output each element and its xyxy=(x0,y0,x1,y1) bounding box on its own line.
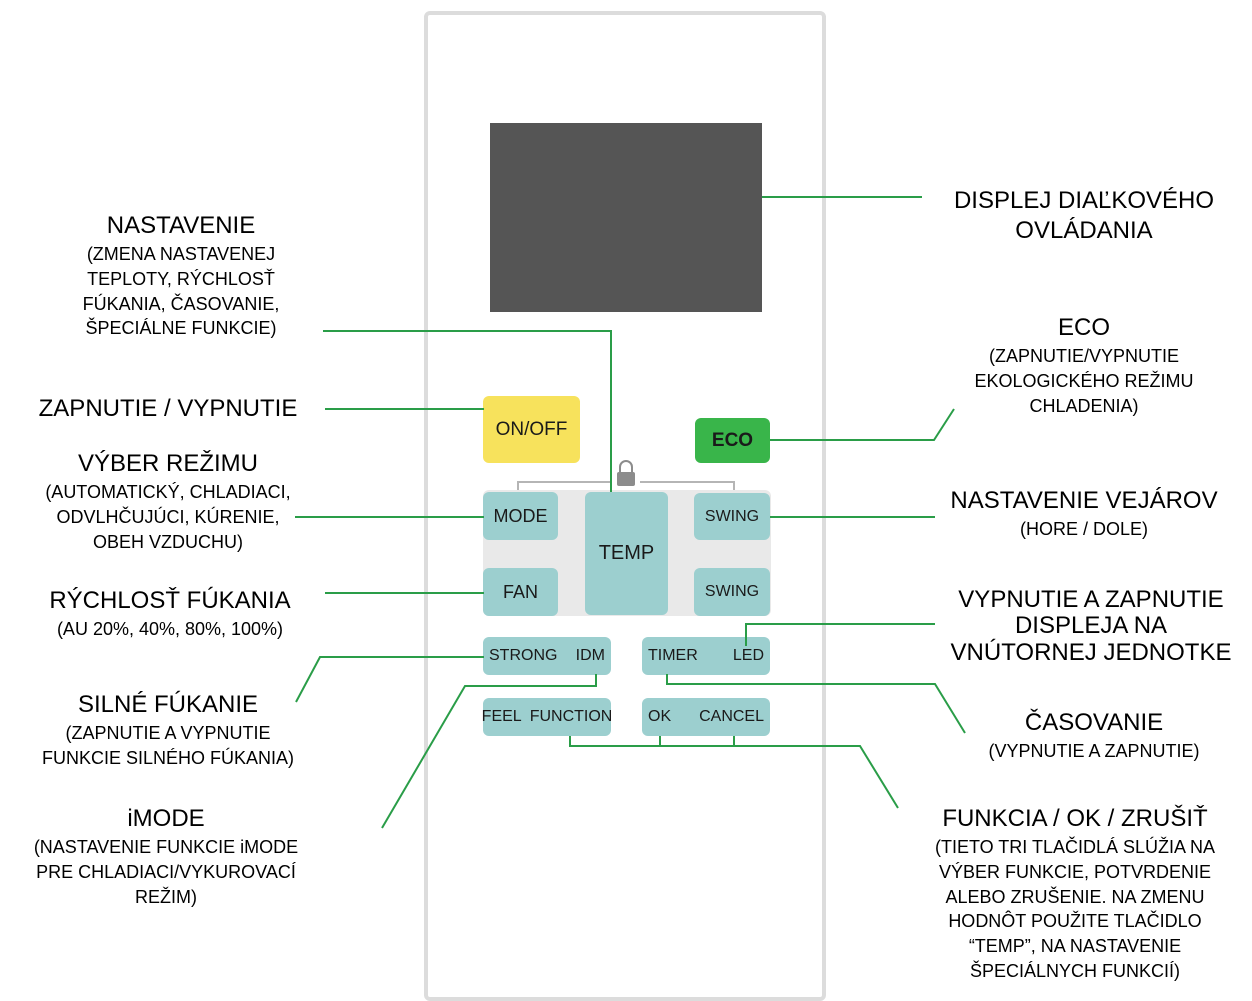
label-silne-title: SILNÉ FÚKANIE xyxy=(77,691,259,718)
swing-down-button[interactable]: SWING xyxy=(694,568,770,616)
idm-button[interactable]: IDM xyxy=(575,647,605,664)
label-silne-sub: (ZAPNUTIE A VYPNUTIE FUNKCIE SILNÉHO FÚK… xyxy=(41,723,295,768)
label-funkcia-sub: (TIETO TRI TLAČIDLÁ SLÚŽIA NA VÝBER FUNK… xyxy=(934,837,1216,982)
label-led-title-3: VNÚTORNEJ JEDNOTKE xyxy=(950,638,1232,666)
strong-idm-button-row[interactable]: STRONG IDM xyxy=(483,637,611,675)
label-rychlost: RÝCHLOSŤ FÚKANIA (AU 20%, 40%, 80%, 100%… xyxy=(20,589,320,642)
label-nastavenie-title: NASTAVENIE xyxy=(106,212,256,239)
leader-led xyxy=(745,623,935,646)
ok-button[interactable]: OK xyxy=(648,708,672,725)
label-eco: ECO (ZAPNUTIE/VYPNUTIE EKOLOGICKÉHO REŽI… xyxy=(934,316,1234,418)
label-rychlost-sub: (AU 20%, 40%, 80%, 100%) xyxy=(56,619,284,639)
label-vyber-rezimu-title: VÝBER REŽIMU xyxy=(77,450,259,477)
function-button[interactable]: FUNCTION xyxy=(529,708,613,725)
label-displej: DISPLEJ DIAĽKOVÉHO OVLÁDANIA xyxy=(922,186,1246,246)
label-funkcia-title: FUNKCIA / OK / ZRUŠIŤ xyxy=(942,805,1208,832)
label-zapnutie-title: ZAPNUTIE / VYPNUTIE xyxy=(38,395,298,422)
label-silne: SILNÉ FÚKANIE (ZAPNUTIE A VYPNUTIE FUNKC… xyxy=(10,693,326,771)
mode-button[interactable]: MODE xyxy=(483,492,558,540)
feel-function-button-row[interactable]: FEEL FUNCTION xyxy=(481,698,613,736)
label-rychlost-title: RÝCHLOSŤ FÚKANIA xyxy=(49,587,291,614)
leader-strong xyxy=(295,656,484,703)
leader-idm xyxy=(381,674,597,829)
label-led-title-1: VYPNUTIE A ZAPNUTIE xyxy=(958,586,1224,613)
label-vejarov-sub: (HORE / DOLE) xyxy=(1019,519,1148,539)
fan-button[interactable]: FAN xyxy=(483,568,558,616)
label-imode: iMODE (NASTAVENIE FUNKCIE iMODE PRE CHLA… xyxy=(4,807,328,909)
label-led-title-2: DISPLEJA NA xyxy=(1014,612,1168,640)
ok-cancel-button-row[interactable]: OK CANCEL xyxy=(642,698,770,736)
strong-button[interactable]: STRONG xyxy=(489,647,558,664)
leader-nastavenie xyxy=(323,330,612,492)
eco-button[interactable]: ECO xyxy=(695,418,770,463)
leader-eco xyxy=(770,408,955,441)
leader-funkcia xyxy=(569,736,899,809)
label-casovanie: ČASOVANIE (VYPNUTIE A ZAPNUTIE) xyxy=(954,711,1234,764)
label-vyber-rezimu: VÝBER REŽIMU (AUTOMATICKÝ, CHLADIACI, OD… xyxy=(8,452,328,554)
on-off-button[interactable]: ON/OFF xyxy=(483,396,580,463)
label-vejarov: NASTAVENIE VEJÁROV (HORE / DOLE) xyxy=(930,489,1238,542)
lock-icon xyxy=(617,460,635,486)
label-displej-title-1: DISPLEJ DIAĽKOVÉHO xyxy=(953,187,1215,214)
feel-button[interactable]: FEEL xyxy=(481,708,522,725)
leader-timer xyxy=(666,674,966,734)
timer-button[interactable]: TIMER xyxy=(648,647,698,664)
timer-led-button-row[interactable]: TIMER LED xyxy=(642,637,770,675)
label-casovanie-sub: (VYPNUTIE A ZAPNUTIE) xyxy=(988,741,1200,761)
label-zapnutie: ZAPNUTIE / VYPNUTIE xyxy=(12,397,324,421)
label-eco-title: ECO xyxy=(1057,314,1110,341)
label-vyber-rezimu-sub: (AUTOMATICKÝ, CHLADIACI, ODVLHČUJÚCI, KÚ… xyxy=(45,482,291,552)
led-button[interactable]: LED xyxy=(732,647,764,664)
label-displej-title-2: OVLÁDANIA xyxy=(1015,217,1153,244)
lock-bracket xyxy=(517,481,735,490)
label-eco-sub: (ZAPNUTIE/VYPNUTIE EKOLOGICKÉHO REŽIMU C… xyxy=(974,346,1194,416)
swing-up-button[interactable]: SWING xyxy=(694,493,770,540)
remote-display-screen xyxy=(490,123,762,312)
label-imode-sub: (NASTAVENIE FUNKCIE iMODE PRE CHLADIACI/… xyxy=(33,837,299,907)
label-funkcia: FUNKCIA / OK / ZRUŠIŤ (TIETO TRI TLAČIDL… xyxy=(900,807,1250,984)
label-nastavenie-sub: (ZMENA NASTAVENEJ TEPLOTY, RÝCHLOSŤ FÚKA… xyxy=(82,244,280,339)
label-led: VYPNUTIE A ZAPNUTIE DISPLEJA NA VNÚTORNE… xyxy=(932,586,1250,666)
label-imode-title: iMODE xyxy=(127,805,205,832)
temp-button[interactable]: TEMP xyxy=(585,492,668,615)
label-nastavenie: NASTAVENIE (ZMENA NASTAVENEJ TEPLOTY, RÝ… xyxy=(48,214,314,341)
cancel-button[interactable]: CANCEL xyxy=(699,708,764,725)
label-vejarov-title: NASTAVENIE VEJÁROV xyxy=(950,487,1218,514)
label-casovanie-title: ČASOVANIE xyxy=(1024,709,1164,736)
